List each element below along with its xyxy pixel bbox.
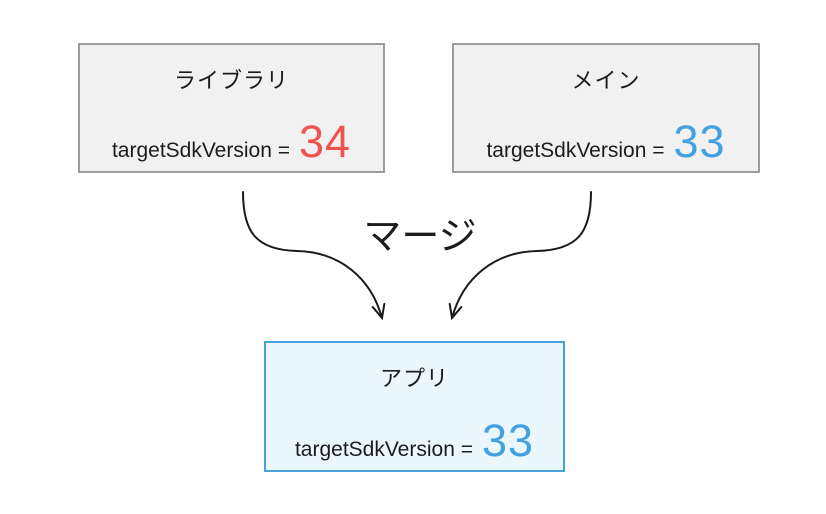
main-sdk-label: targetSdkVersion = [486,139,665,162]
app-box: アプリ targetSdkVersion = 33 [264,341,565,472]
library-box: ライブラリ targetSdkVersion = 34 [78,43,385,173]
library-box-title: ライブラリ [173,68,289,93]
library-sdk-label: targetSdkVersion = [111,139,290,162]
main-sdk-value: 33 [673,116,726,167]
main-sdk-line: targetSdkVersion = 33 [454,119,758,164]
library-sdk-value: 34 [298,116,352,167]
app-sdk-label: targetSdkVersion = [294,438,473,461]
main-box-title: メイン [571,68,641,93]
app-sdk-value: 33 [481,415,535,466]
app-box-title: アプリ [379,366,449,391]
main-box: メイン targetSdkVersion = 33 [452,43,760,173]
merge-label: マージ [363,216,477,258]
app-sdk-line: targetSdkVersion = 33 [266,418,563,463]
library-sdk-line: targetSdkVersion = 34 [80,119,383,164]
